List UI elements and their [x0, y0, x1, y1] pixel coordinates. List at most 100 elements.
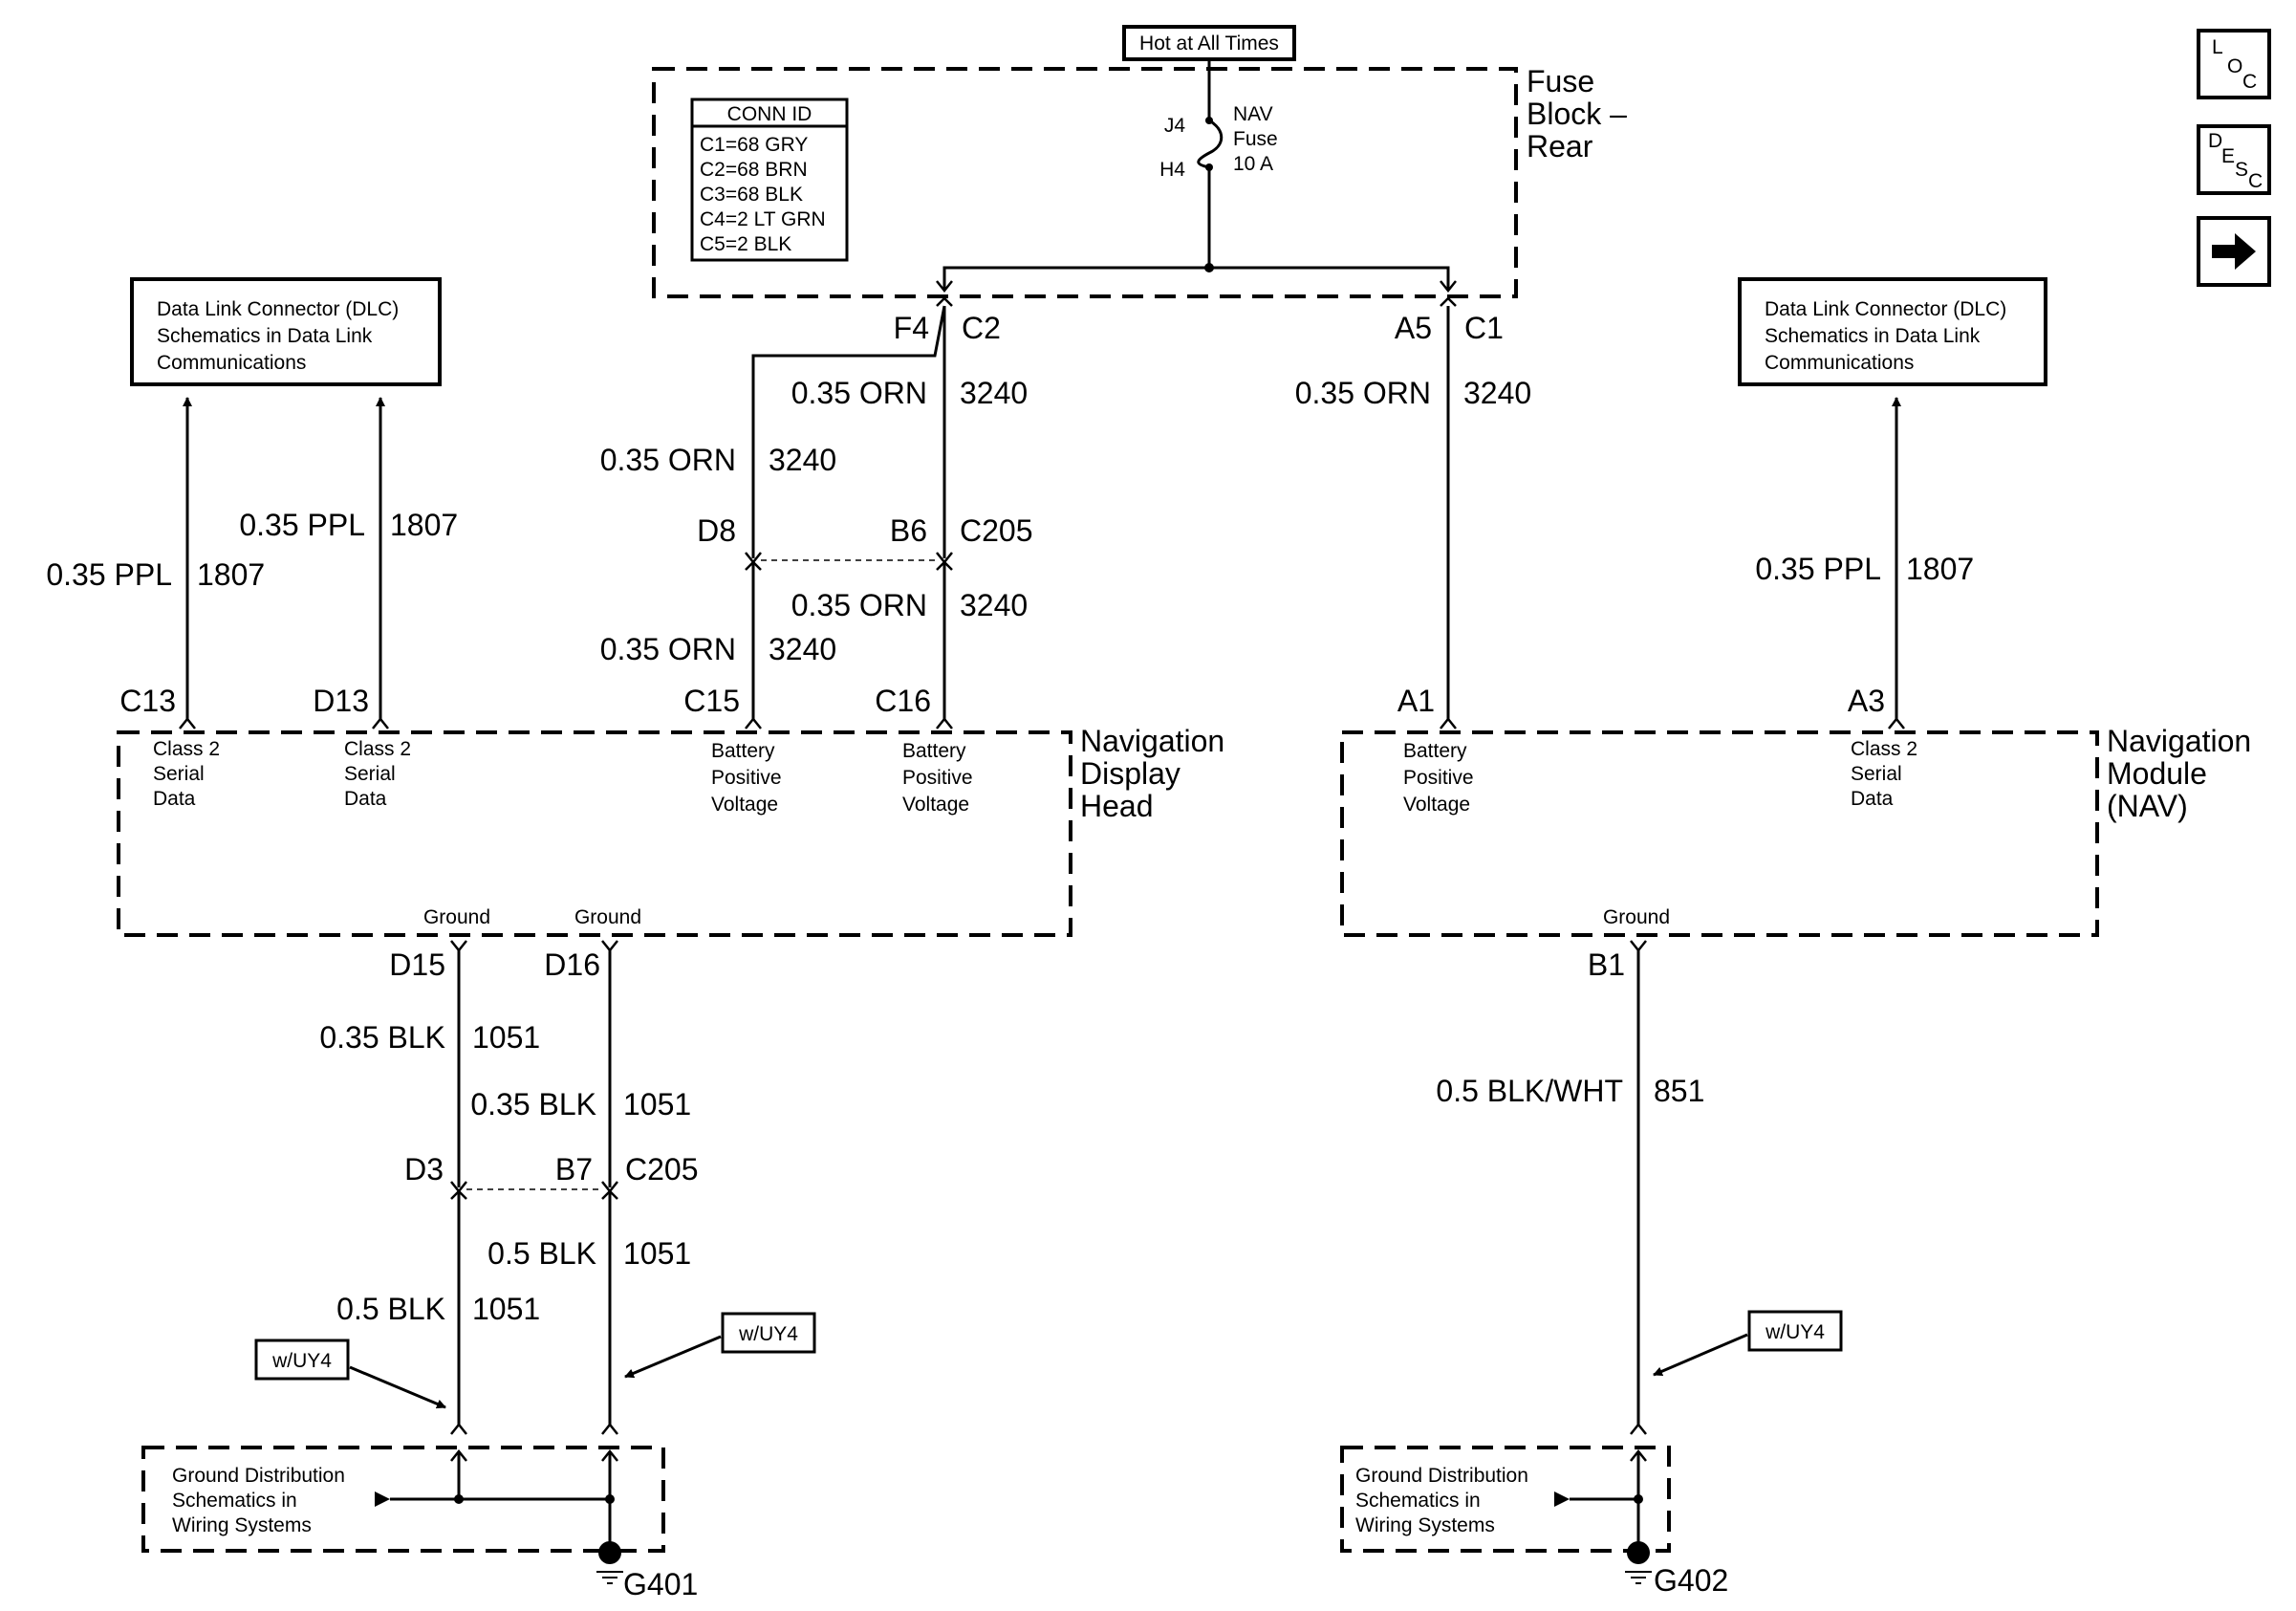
ndh-c13-func-3: Data — [153, 788, 196, 810]
dlc-left-line3: Communications — [157, 352, 306, 374]
ndh-ground-label-d16: Ground — [574, 906, 641, 928]
wire-label-ppl-d13: 0.35 PPL — [239, 508, 365, 542]
ground-g401-terminal — [598, 1541, 621, 1564]
ground-dist-right-arrow — [1554, 1491, 1570, 1507]
loc-letter-c: C — [2242, 71, 2257, 93]
pin-a5-label: A5 — [1395, 311, 1432, 345]
pin-d3-label: D3 — [404, 1152, 444, 1186]
conn-id-title: CONN ID — [727, 103, 812, 125]
option-uy4-callout-right: w/UY4 — [1653, 1310, 1843, 1377]
location-button[interactable]: L O C — [2197, 29, 2271, 99]
description-button[interactable]: D E S C — [2197, 124, 2271, 195]
wire-3240-to-d8 — [751, 305, 946, 558]
nav-a1-func-2: Positive — [1403, 767, 1474, 789]
ndh-d13-func-3: Data — [344, 788, 387, 810]
connector-c1-a5-symbol — [1440, 296, 1457, 307]
dlc-right-line3: Communications — [1765, 352, 1914, 374]
conn-id-c2: C2=68 BRN — [700, 159, 808, 181]
pin-d15-label: D15 — [389, 947, 445, 982]
next-page-button[interactable] — [2197, 216, 2271, 287]
wire-circuit-1807-a3: 1807 — [1906, 552, 1974, 586]
wire-label-blkwht: 0.5 BLK/WHT — [1436, 1074, 1623, 1108]
ground-dist-right-line3: Wiring Systems — [1355, 1514, 1495, 1536]
wire-label-orn-b6-lower: 0.35 ORN — [791, 588, 927, 622]
ndh-c15-func-2: Positive — [711, 767, 782, 789]
option-uy4-label-b: w/UY4 — [738, 1323, 798, 1345]
ndh-c13-func-2: Serial — [153, 763, 205, 785]
desc-letter-s: S — [2235, 159, 2248, 181]
connector-c2-f4-symbol — [936, 296, 953, 307]
fuse-block-label-2: Block – — [1527, 97, 1627, 131]
wire-circuit-1051-d3: 1051 — [472, 1292, 540, 1326]
fuse-output-bus — [942, 266, 1450, 289]
ndh-d13-func-2: Serial — [344, 763, 396, 785]
ground-distribution-right-outline — [1340, 1446, 1671, 1553]
nav-label-3: (NAV) — [2107, 789, 2188, 823]
ground-g401-label: G401 — [623, 1567, 698, 1601]
pin-f4-label: F4 — [894, 311, 929, 345]
pin-b1-label: B1 — [1588, 947, 1625, 982]
loc-letter-l: L — [2212, 36, 2223, 58]
nav-label-2: Module — [2107, 756, 2207, 791]
wire-label-blk-d16: 0.35 BLK — [470, 1087, 596, 1121]
fuse-block-label-3: Rear — [1527, 129, 1593, 163]
ndh-label-3: Head — [1080, 789, 1154, 823]
wire-circuit-1051-d15: 1051 — [472, 1020, 540, 1055]
ndh-d13-func-1: Class 2 — [344, 738, 411, 760]
wire-label-orn-d8-lower: 0.35 ORN — [600, 632, 736, 666]
ground-dist-left-line2: Schematics in — [172, 1490, 297, 1512]
conn-id-c5: C5=2 BLK — [700, 233, 791, 255]
ground-g402-icon — [1625, 1571, 1652, 1584]
option-uy4-callout-left-b: w/UY4 — [624, 1312, 816, 1379]
pin-b7-label: B7 — [555, 1152, 593, 1186]
dlc-right-line2: Schematics in Data Link — [1765, 325, 1981, 347]
conn-id-c3: C3=68 BLK — [700, 184, 803, 206]
ground-dist-right-line2: Schematics in — [1355, 1490, 1481, 1512]
ndh-c15-func-1: Battery — [711, 740, 775, 762]
nav-ground-label: Ground — [1603, 906, 1670, 928]
ground-distribution-left-outline — [141, 1446, 665, 1553]
nav-a3-func-1: Class 2 — [1851, 738, 1917, 760]
pin-b6-label: B6 — [890, 513, 927, 548]
option-uy4-label-a: w/UY4 — [271, 1350, 332, 1372]
wire-circuit-1051-d16: 1051 — [623, 1087, 691, 1121]
dlc-reference-box-right[interactable]: Data Link Connector (DLC) Schematics in … — [1738, 277, 2047, 386]
hot-at-all-times-label: Hot at All Times — [1139, 33, 1279, 54]
ground-dist-right-line1: Ground Distribution — [1355, 1465, 1528, 1487]
wire-label-orn-c1: 0.35 ORN — [1295, 376, 1431, 410]
pin-d13-label: D13 — [313, 684, 369, 718]
nav-a3-func-2: Serial — [1851, 763, 1902, 785]
wire-label-orn-c2: 0.35 ORN — [791, 376, 927, 410]
wire-label-ppl-a3: 0.35 PPL — [1755, 552, 1881, 586]
ndh-ground-label-d15: Ground — [423, 906, 490, 928]
dlc-right-line1: Data Link Connector (DLC) — [1765, 298, 2006, 320]
ndh-c15-func-3: Voltage — [711, 794, 778, 816]
ndh-label-2: Display — [1080, 756, 1180, 791]
ground-dist-left-line1: Ground Distribution — [172, 1465, 345, 1487]
nav-fuse-symbol — [1197, 69, 1224, 268]
pin-d16-label: D16 — [544, 947, 600, 982]
wire-circuit-1051-b7: 1051 — [623, 1236, 691, 1271]
ndh-c16-func-1: Battery — [902, 740, 966, 762]
ground-dist-left-line3: Wiring Systems — [172, 1514, 312, 1536]
dlc-left-line1: Data Link Connector (DLC) — [157, 298, 399, 320]
fuse-rating: 10 A — [1233, 153, 1273, 175]
wire-circuit-3240-b6-lower: 3240 — [960, 588, 1028, 622]
wire-circuit-1807-c13: 1807 — [197, 557, 265, 592]
nav-a3-func-3: Data — [1851, 788, 1894, 810]
wire-circuit-3240-c2: 3240 — [960, 376, 1028, 410]
dlc-reference-box-left[interactable]: Data Link Connector (DLC) Schematics in … — [130, 277, 442, 386]
fuse-name-line2: Fuse — [1233, 128, 1278, 150]
wire-circuit-851: 851 — [1654, 1074, 1704, 1108]
wire-label-ppl-c13: 0.35 PPL — [46, 557, 172, 592]
dlc-left-line2: Schematics in Data Link — [157, 325, 373, 347]
option-uy4-callout-left-a: w/UY4 — [254, 1339, 446, 1409]
wire-circuit-3240-d8-upper: 3240 — [769, 443, 836, 477]
connector-c2-label: C2 — [962, 311, 1001, 345]
ground-g401-icon — [596, 1571, 623, 1584]
fuse-pin-j4: J4 — [1164, 115, 1186, 137]
conn-id-table: CONN ID C1=68 GRY C2=68 BRN C3=68 BLK C4… — [690, 98, 849, 262]
pin-c16-label: C16 — [875, 684, 931, 718]
